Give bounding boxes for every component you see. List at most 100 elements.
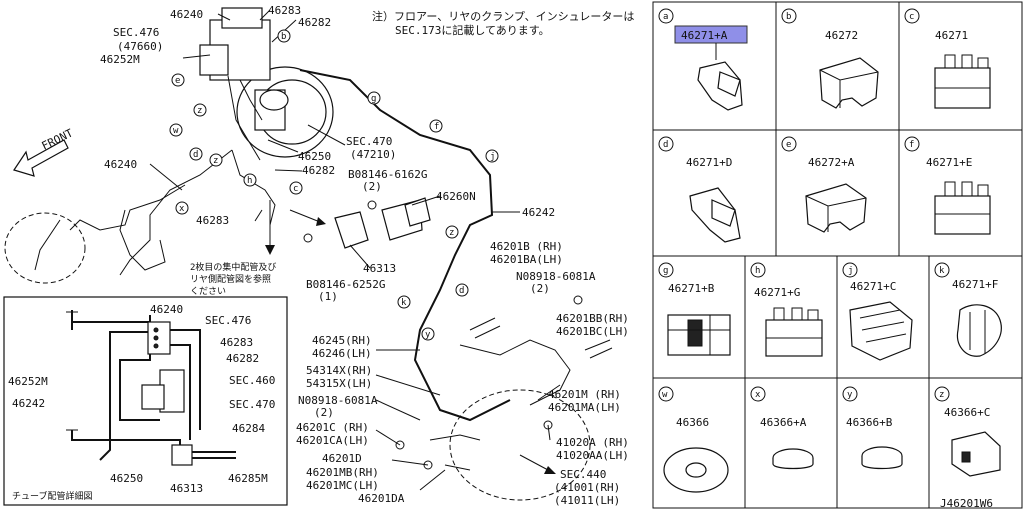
label-46282: 46282 bbox=[298, 16, 331, 29]
cell-c-part: 46271 bbox=[935, 29, 968, 42]
callout-w: w bbox=[169, 123, 183, 137]
inset-label-46283: 46283 bbox=[220, 336, 253, 349]
brake-hose-rear bbox=[459, 339, 571, 406]
grid-cell-c[interactable]: c 46271 bbox=[904, 8, 991, 109]
grid-cell-w[interactable]: w 46366 bbox=[658, 386, 729, 493]
label-54315X: 54315X(LH) bbox=[306, 377, 372, 390]
clip-pair bbox=[469, 317, 613, 359]
grid-cell-h[interactable]: h 46271+G bbox=[750, 262, 823, 357]
cell-h-letter: h bbox=[755, 266, 760, 276]
inset-label-46242: 46242 bbox=[12, 397, 45, 410]
label-46201MB: 46201MB(RH) bbox=[306, 466, 379, 479]
inset-label-46285M: 46285M bbox=[228, 472, 268, 485]
brake-line-rear bbox=[429, 434, 481, 471]
svg-text:c: c bbox=[293, 184, 298, 194]
label-bolt-6252G-qty: (1) bbox=[318, 290, 338, 303]
grid-cell-k[interactable]: k 46271+F bbox=[934, 262, 1002, 357]
inset-label-46240: 46240 bbox=[150, 303, 183, 316]
grid-cell-d[interactable]: d 46271+D bbox=[658, 136, 741, 243]
label-46313: 46313 bbox=[363, 262, 396, 275]
brake-hose-left bbox=[34, 209, 166, 271]
cell-c-letter: c bbox=[909, 12, 914, 22]
svg-text:w: w bbox=[173, 126, 179, 136]
svg-text:b: b bbox=[281, 32, 286, 42]
callout-d2: d bbox=[455, 283, 469, 297]
grid-cell-f[interactable]: f 46271+E bbox=[904, 136, 991, 235]
inset-label-46282: 46282 bbox=[226, 352, 259, 365]
callout-z3: z bbox=[445, 225, 459, 239]
callout-g: g bbox=[367, 91, 381, 105]
grid-cell-x[interactable]: x 46366+A bbox=[750, 386, 814, 470]
bracket-46260N bbox=[404, 197, 431, 227]
label-46201BB: 46201BB(RH) bbox=[556, 312, 629, 325]
tube-detail-inset: 46240 SEC.476 46283 46282 46252M SEC.460… bbox=[3, 296, 288, 506]
cell-g-part: 46271+B bbox=[668, 282, 715, 295]
callout-f: f bbox=[429, 119, 443, 133]
label-41020A: 41020A (RH) bbox=[556, 436, 629, 449]
label-41020AA: 41020AA(LH) bbox=[556, 449, 629, 462]
cell-b-letter: b bbox=[786, 12, 791, 22]
inset-label-46250: 46250 bbox=[110, 472, 143, 485]
bolts bbox=[303, 200, 583, 470]
label-bolt-6252G: B08146-6252G bbox=[306, 278, 385, 291]
label-46283: 46283 bbox=[268, 4, 301, 17]
brake-line-left bbox=[119, 149, 276, 276]
svg-text:h: h bbox=[247, 176, 252, 186]
label-41011: (41011(LH) bbox=[554, 494, 620, 507]
grid-cell-z[interactable]: z 46366+C bbox=[934, 386, 1001, 477]
svg-text:z: z bbox=[449, 228, 454, 238]
cell-x-part: 46366+A bbox=[760, 416, 807, 429]
grid-cell-b[interactable]: b 46272 bbox=[781, 8, 879, 109]
cell-w-letter: w bbox=[662, 390, 668, 400]
grid-cell-g[interactable]: g 46271+B bbox=[658, 262, 731, 356]
brake-booster-assembly bbox=[199, 7, 334, 161]
inset-label-46252M: 46252M bbox=[8, 375, 48, 388]
label-46201MC: 46201MC(LH) bbox=[306, 479, 379, 492]
label-46201C: 46201C (RH) bbox=[296, 421, 369, 434]
label-47660: (47660) bbox=[117, 40, 163, 53]
grid-cell-j[interactable]: j 46271+C bbox=[842, 262, 913, 361]
callout-z1: z bbox=[193, 103, 207, 117]
note-line-2: SEC.173に記載してあります。 bbox=[395, 23, 550, 37]
cell-e-letter: e bbox=[786, 140, 791, 150]
label-46201CA: 46201CA(LH) bbox=[296, 434, 369, 447]
grid-cell-a[interactable]: a 46271+A bbox=[658, 8, 748, 111]
cell-a-highlight bbox=[674, 25, 748, 44]
label-nut-6081A-b-qty: (2) bbox=[314, 406, 334, 419]
label-46201BC: 46201BC(LH) bbox=[556, 325, 629, 338]
callout-x: x bbox=[175, 201, 189, 215]
inset-label-46313: 46313 bbox=[170, 482, 203, 495]
grid-cell-e[interactable]: e 46272+A bbox=[781, 136, 867, 233]
label-46246: 46246(LH) bbox=[312, 347, 372, 360]
grid-cell-y[interactable]: y 46366+B bbox=[842, 386, 903, 470]
label-47210: (47210) bbox=[350, 148, 396, 161]
pipe-note-line-1: 2枚目の集中配管及び bbox=[190, 261, 276, 273]
label-nut-6081A: N08918-6081A bbox=[516, 270, 596, 283]
callout-z2: z bbox=[209, 153, 223, 167]
label-46252M: 46252M bbox=[100, 53, 140, 66]
cell-x-letter: x bbox=[755, 390, 761, 400]
inset-label-sec460: SEC.460 bbox=[229, 374, 275, 387]
label-46201BA: 46201BA(LH) bbox=[490, 253, 563, 266]
parts-grid: a 46271+A b 46272 c 46271 d 46271+D bbox=[652, 1, 1023, 510]
callout-c: c bbox=[289, 181, 303, 195]
diagram-code: J46201W6 bbox=[940, 497, 993, 510]
label-46250: 46250 bbox=[298, 150, 331, 163]
inset-caption: チューブ配管詳細図 bbox=[12, 490, 92, 502]
svg-text:d: d bbox=[459, 286, 464, 296]
callout-h: h bbox=[243, 173, 257, 187]
label-46240-b: 46240 bbox=[104, 158, 137, 171]
svg-text:e: e bbox=[175, 76, 180, 86]
brake-line-main bbox=[299, 69, 511, 422]
callout-d1: d bbox=[189, 147, 203, 161]
cell-w-part: 46366 bbox=[676, 416, 709, 429]
svg-text:j: j bbox=[490, 152, 495, 162]
label-46260N: 46260N bbox=[436, 190, 476, 203]
label-sec440: SEC.440 bbox=[560, 468, 606, 481]
label-nut-6081A-b: N08918-6081A bbox=[298, 394, 378, 407]
cell-z-part: 46366+C bbox=[944, 406, 990, 419]
callout-circles: e b g z w d z f j h c x z d k y bbox=[169, 29, 499, 341]
label-46201DA: 46201DA bbox=[358, 492, 405, 505]
label-sec470: SEC.470 bbox=[346, 135, 392, 148]
svg-text:z: z bbox=[197, 106, 202, 116]
